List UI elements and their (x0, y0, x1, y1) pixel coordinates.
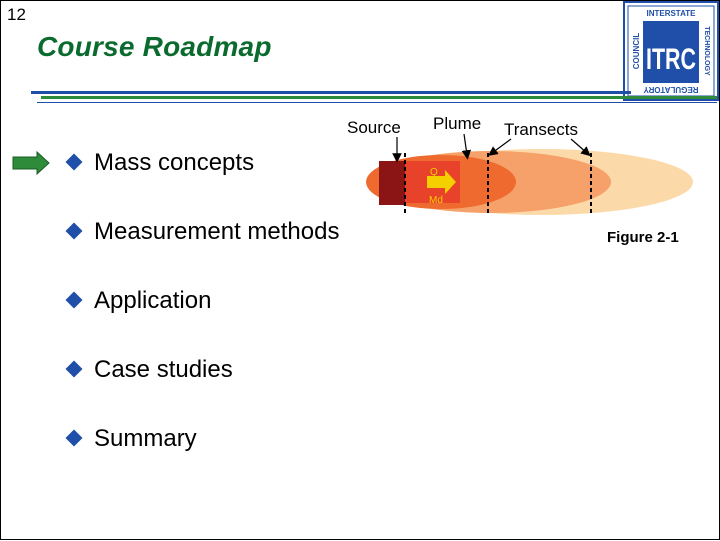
bullet-item: Application (61, 282, 481, 322)
bullet-item: Summary (61, 420, 481, 460)
title-rule-green (41, 96, 717, 99)
logo-right-text: TECHNOLOGY (703, 26, 710, 76)
logo-center-text: ITRC (646, 43, 696, 76)
bullet-label: Application (94, 287, 212, 314)
bullet-label: Mass concepts (94, 149, 255, 176)
transect-pointer-2 (570, 138, 591, 157)
title-rule-thin (37, 102, 717, 103)
transect-pointer-1 (488, 138, 512, 156)
figure-label: Figure 2-1 (607, 229, 679, 246)
logo-bottom-text: REGULATORY (643, 85, 699, 94)
title-rule-blue (31, 91, 631, 94)
page-title: Course Roadmap (37, 31, 272, 62)
plume-label: Plume (433, 114, 482, 133)
current-topic-arrow-icon (12, 150, 50, 176)
bullet-item: Measurement methods (61, 213, 481, 253)
bullet-label: Summary (94, 425, 197, 452)
itrc-logo: INTERSTATE REGULATORY COUNCIL TECHNOLOGY… (623, 1, 719, 101)
slide-number: 12 (7, 5, 26, 24)
md-label: Md (429, 195, 443, 206)
bullet-diamond-icon (65, 153, 83, 171)
bullet-label: Measurement methods (94, 218, 340, 245)
transects-label: Transects (504, 120, 579, 139)
logo-top-text: INTERSTATE (646, 9, 696, 18)
bullet-diamond-icon (65, 360, 83, 378)
logo-left-text: COUNCIL (632, 33, 641, 70)
bullet-item: Case studies (61, 351, 481, 391)
bullet-label: Case studies (94, 356, 233, 383)
bullet-diamond-icon (65, 429, 83, 447)
source-label: Source (347, 118, 401, 137)
bullet-diamond-icon (65, 291, 83, 309)
bullet-diamond-icon (65, 222, 83, 240)
bullet-item: Mass concepts (61, 144, 481, 184)
